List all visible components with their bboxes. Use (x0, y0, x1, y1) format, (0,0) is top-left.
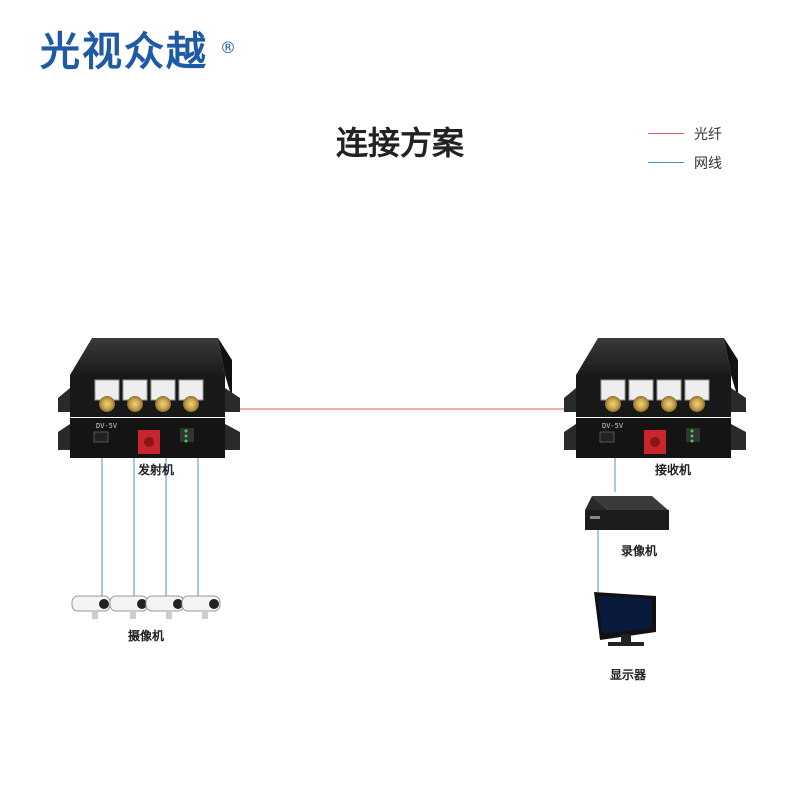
camera-2 (110, 596, 148, 619)
nvr-label: 录像机 (621, 542, 657, 559)
receiver-device (564, 338, 746, 458)
camera-3 (146, 596, 184, 619)
monitor-device (594, 592, 656, 646)
camera-cables (102, 458, 198, 598)
camera-1 (72, 596, 110, 619)
transmitter-device (58, 338, 240, 458)
receiver-label: 接收机 (655, 461, 691, 478)
camera-4 (182, 596, 220, 619)
monitor-label: 显示器 (610, 666, 646, 683)
cameras-label: 摄像机 (128, 627, 164, 644)
receiver-power-label: DV-5V (602, 422, 624, 430)
cameras (72, 596, 220, 619)
nvr-device (585, 496, 669, 530)
transmitter-label: 发射机 (138, 461, 174, 478)
transmitter-power-label: DV-5V (96, 422, 118, 430)
